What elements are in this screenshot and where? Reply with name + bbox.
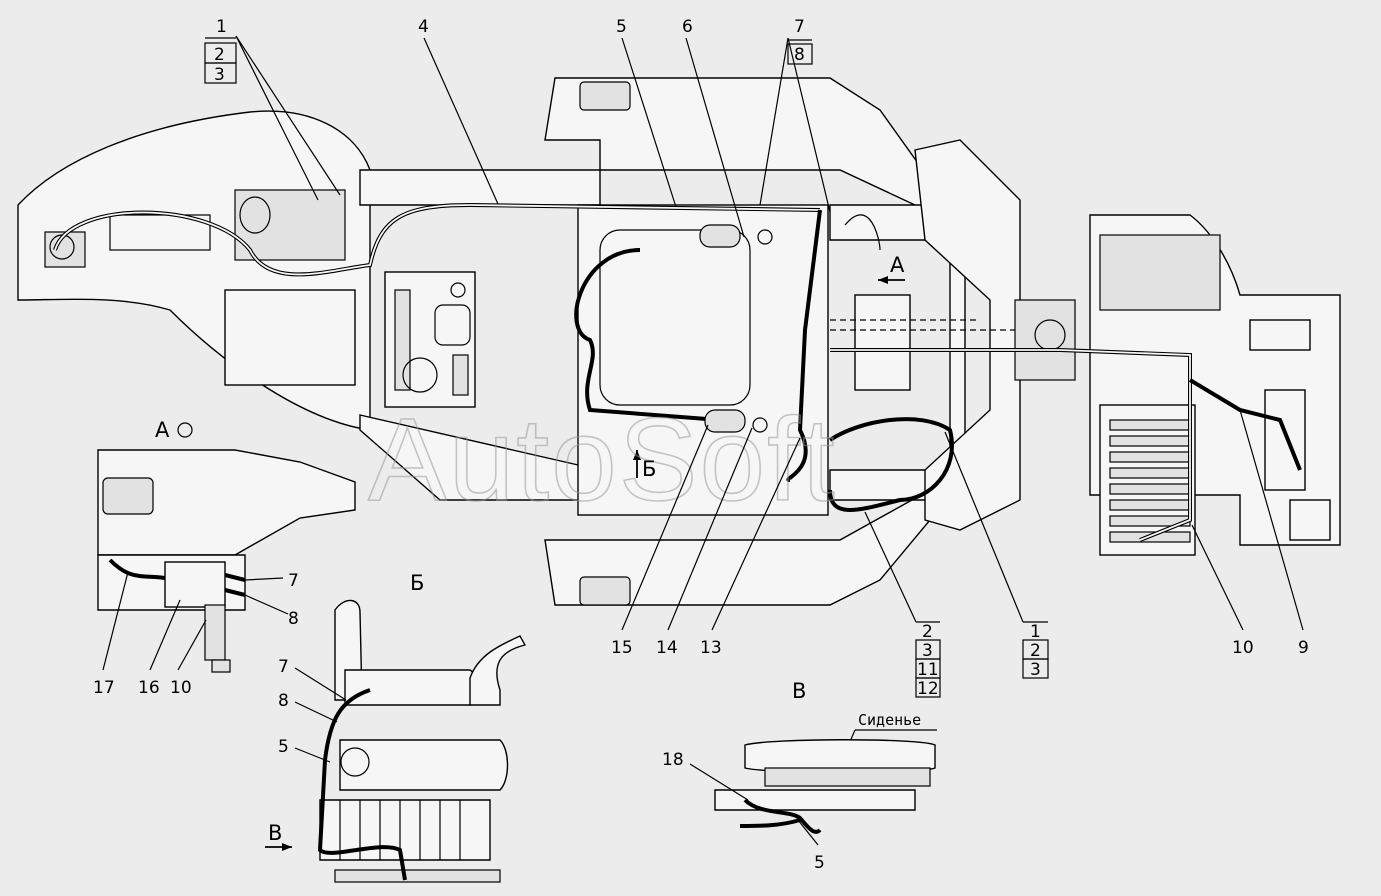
left-plate	[224, 289, 356, 386]
chassis-main-view	[17, 77, 1341, 606]
lift-cylinder	[1264, 389, 1306, 491]
arrow-a-label: А	[890, 253, 905, 277]
detail-view-a: А 7 8 17 16 10	[93, 418, 356, 698]
seat-pivot	[340, 747, 370, 777]
detail-v-callout-5: 5	[814, 853, 825, 873]
connector-6	[699, 224, 741, 248]
detail-view-b: Б 7 8 5 В	[265, 571, 527, 883]
detail-a-callout-16: 16	[138, 678, 160, 698]
view-a-box	[164, 561, 226, 608]
callout-6: 6	[682, 17, 693, 37]
view-a-foot	[211, 659, 231, 673]
left-lamp	[44, 231, 86, 268]
harness-seat-loop	[828, 417, 954, 512]
bottom-callouts: 15 14 13 2 3 11 12 1 2 3 10 9	[611, 621, 1309, 699]
view-b-title: Б	[410, 571, 424, 595]
callout-14: 14	[656, 638, 678, 658]
seat-caption: Сиденье	[858, 711, 921, 729]
view-a-circle	[177, 422, 193, 438]
callout-3-top: 3	[214, 65, 225, 85]
callout-1-bottom-b: 1	[1030, 622, 1041, 642]
seat-underside-wire	[739, 798, 822, 834]
view-a-wire	[108, 558, 246, 597]
detail-b-callout-8: 8	[278, 691, 289, 711]
callout-2-bottom-a: 2	[922, 622, 933, 642]
plug-6	[757, 229, 773, 245]
callout-9: 9	[1298, 638, 1309, 658]
callout-5: 5	[616, 17, 627, 37]
detail-b-callout-5: 5	[278, 737, 289, 757]
view-v-title: В	[792, 679, 806, 703]
callout-7-top: 7	[794, 17, 805, 37]
callout-2-bottom-b: 2	[1030, 641, 1041, 661]
harness-lift	[1188, 378, 1302, 471]
seat-joystick	[469, 635, 527, 706]
dash-switches	[452, 354, 469, 396]
detail-a-callout-17: 17	[93, 678, 115, 698]
view-a-window	[102, 477, 154, 515]
seat-wire	[317, 688, 407, 881]
callout-15: 15	[611, 638, 633, 658]
harness-cabin	[786, 209, 822, 482]
detail-view-v: В Сиденье 18 5	[662, 679, 937, 873]
detail-a-callout-8: 8	[288, 609, 299, 629]
top-lamp	[579, 81, 631, 111]
seat-base	[334, 869, 501, 883]
left-box-knob	[239, 196, 271, 234]
callout-3-bottom-b: 3	[1030, 660, 1041, 680]
callout-13: 13	[700, 638, 722, 658]
leader-lines	[235, 35, 1304, 631]
connector-15	[704, 409, 746, 433]
plug-14	[752, 417, 768, 433]
frame-beam-lower	[359, 414, 601, 501]
arrow-b-head	[633, 450, 641, 460]
left-box	[234, 189, 346, 261]
callout-3-bottom-a: 3	[922, 641, 933, 661]
arrow-v-label: В	[268, 821, 282, 845]
hitch-block	[1014, 299, 1076, 381]
callout-10: 10	[1232, 638, 1254, 658]
callout-2-top: 2	[214, 45, 225, 65]
callout-11: 11	[917, 660, 939, 680]
callout-1-top: 1	[216, 17, 227, 37]
lift-arm-bottom	[1289, 499, 1331, 541]
callout-8-top: 8	[794, 45, 805, 65]
lift-arm-top	[1249, 319, 1311, 351]
cabin-floor	[577, 204, 829, 516]
arrow-b-label: Б	[642, 457, 656, 481]
frame-beam	[359, 169, 601, 206]
detail-a-callout-10: 10	[170, 678, 192, 698]
view-a-title: А	[155, 418, 170, 442]
rear-housing-cover	[1099, 234, 1221, 311]
arrow-a-head	[878, 276, 888, 284]
detail-a-callout-7: 7	[288, 571, 299, 591]
callout-4: 4	[418, 17, 429, 37]
callout-12: 12	[917, 679, 939, 699]
top-callouts: 1 2 3 4 5 6 7 8	[204, 17, 813, 85]
seat-slide	[764, 767, 931, 787]
cabin-lever	[844, 214, 881, 251]
dash-display	[434, 304, 471, 346]
harness-routing	[830, 319, 1015, 331]
bottom-lamp	[579, 576, 631, 606]
arrow-v-head	[282, 843, 292, 851]
watermark: AutoSoft	[368, 394, 837, 526]
cabin-seat	[854, 294, 911, 391]
harness-loop	[574, 248, 721, 422]
detail-b-callout-7: 7	[278, 657, 289, 677]
view-a-post	[204, 604, 226, 661]
floor-hatch	[599, 229, 751, 406]
seat-frame-plate	[714, 789, 916, 811]
dash-knob	[450, 282, 466, 298]
seat-cushion	[339, 739, 509, 791]
rear-diag-frame	[914, 139, 1021, 531]
dash-dial	[402, 357, 438, 393]
detail-v-callout-18: 18	[662, 750, 684, 770]
